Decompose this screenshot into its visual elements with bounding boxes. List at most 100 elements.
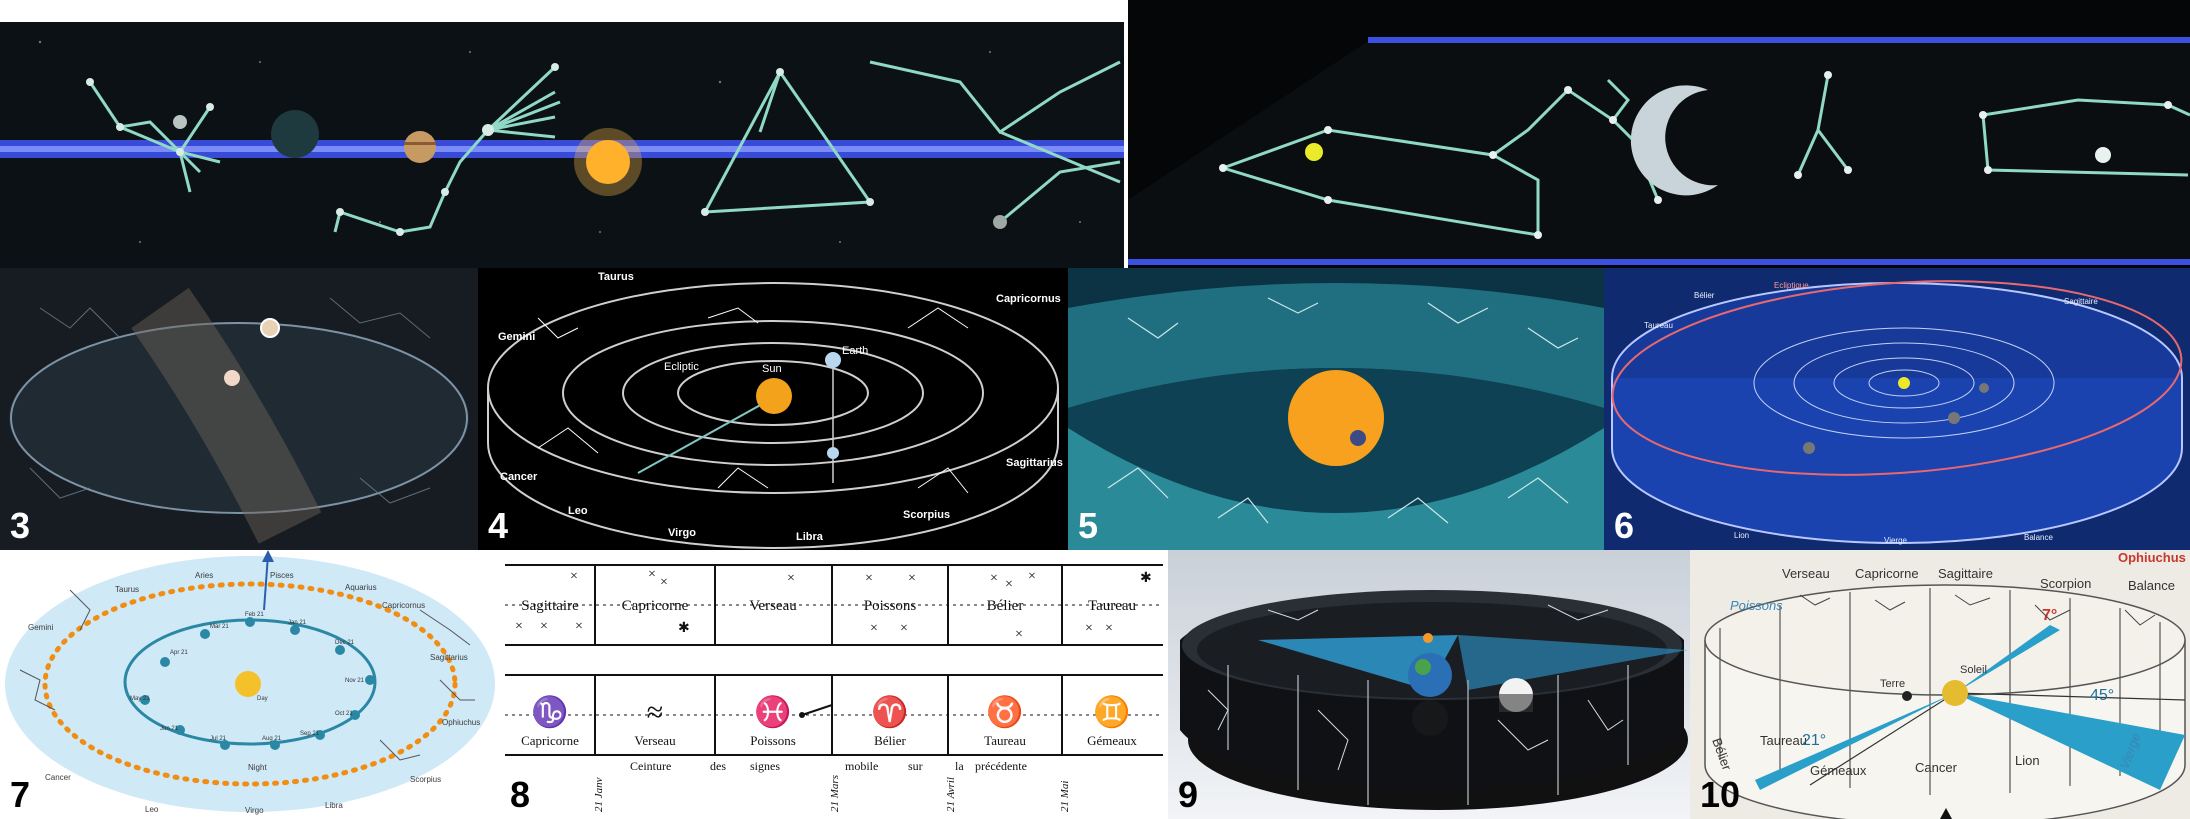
ecliptic-label: Ecliptic [664,361,699,373]
panel-6-blue-zodiac-ring: Ecliptique Taureau Bélier Sagittaire Lio… [1604,268,2190,550]
ecliptic-banner-right [1128,0,2190,268]
date-label: Oct 21 [335,711,353,717]
sign-label: Verseau [749,598,797,614]
caption-word: la [955,759,964,773]
constellation-label: Capricornus [996,293,1061,305]
date-label: 21 Mai [1059,781,1071,812]
milky-way-dome [0,268,478,550]
3d-zodiac-wall [1168,550,1690,819]
constellation-label: Taurus [115,585,139,594]
svg-text:×: × [1015,627,1023,642]
constellation-label: Sagittaire [2064,297,2098,306]
capricorn-sign-icon: ♑ [531,694,568,729]
panel-number: 5 [1078,505,1099,546]
panel-number: 3 [10,505,31,546]
sun [1898,377,1910,389]
planet-white [2095,147,2111,163]
sign-label: Verseau [1782,566,1830,581]
panel-4-zodiac-cylinder: Ecliptic Sun Earth Taurus Gemini Caprico… [478,268,1068,550]
ecliptic-banner-left [0,22,1124,268]
taurus-sign-icon: ♉ [986,694,1023,729]
svg-text:×: × [990,571,998,586]
caption-word: précédente [975,759,1027,773]
constellation-label: Capricornus [382,601,425,610]
ecliptic-label: Ecliptique [1774,281,1809,290]
constellation-label: Virgo [668,527,696,539]
svg-text:×: × [787,571,795,586]
planet-neptune [271,110,319,158]
constellation-label: Taurus [598,271,634,283]
sun [1942,680,1968,706]
sign-label: Cancer [1915,760,1958,775]
svg-text:×: × [660,575,668,590]
sun [756,378,792,414]
svg-text:×: × [570,569,578,584]
caption-word: Ceinture [630,759,671,773]
sign-label: Taureau [984,733,1026,748]
date-label: 21 Janv [593,777,605,812]
sign-label: Capricorne [1855,566,1919,581]
constellation-label: Libra [325,801,343,810]
earth [825,352,841,368]
svg-text:×: × [1028,569,1036,584]
panel-8-zodiac-signs-table: Sagittaire Capricorne Verseau Poissons B… [500,550,1168,819]
constellation-label: Sagittarius [1006,457,1063,469]
sun [235,671,261,697]
date-label: Jun 21 [160,726,179,732]
constellation-label: Cancer [45,773,71,782]
constellation-label: Pisces [270,571,294,580]
panel-7-earth-orbit-diagram: Day Night Aries Pisces Aquarius Taurus C… [0,550,500,819]
constellation-label: Gemini [498,331,535,343]
blue-zodiac-ring: Ecliptique Taureau Bélier Sagittaire Lio… [1604,268,2190,550]
date-label: Apr 21 [170,650,188,656]
constellation-label: Leo [568,505,588,517]
sign-label: Verseau [634,733,676,748]
panel-number: 4 [488,505,509,546]
date-label: Jul 21 [210,736,227,742]
svg-text:×: × [900,621,908,636]
panel-number: 9 [1178,774,1199,815]
date-label: 21 Avril [945,777,957,812]
day-label: Day [257,696,268,702]
sign-label: Lion [2015,753,2040,768]
svg-text:✱: ✱ [1140,571,1152,586]
earth-label: Terre [1880,678,1905,690]
sign-label: Sagittaire [1938,566,1993,581]
sign-label: Gémeaux [1087,733,1137,748]
sun-disk [586,140,630,184]
constellation-label: Ophiuchus [442,718,480,727]
caption-word: mobile [845,759,878,773]
sign-label: Capricorne [622,598,689,614]
angle-label: 21° [1802,732,1826,749]
teal-zodiac-band [1068,268,1604,550]
constellation-label: Aquarius [345,583,377,592]
ophiuchus-label: Ophiuchus [2118,550,2186,565]
svg-text:×: × [515,619,523,634]
constellation-label: Virgo [245,806,264,815]
constellation-label: Sagittarius [430,653,468,662]
pisces-sign-icon: ♓ [754,694,791,729]
constellation-label: Aries [195,571,213,580]
svg-text:×: × [648,567,656,582]
aquarius-sign-icon: ≈ [647,696,663,729]
caption-word: sur [908,759,923,773]
panel-number: 6 [1614,505,1635,546]
svg-text:×: × [865,571,873,586]
svg-text:×: × [575,619,583,634]
sign-label: Taureau [1760,733,1807,748]
date-label: Mar 21 [210,624,229,630]
banner-right-sky [1128,0,2190,268]
constellation-label: Leo [145,805,159,814]
sun-label: Sun [762,363,782,375]
sign-label: Taureau [1088,598,1137,614]
planet-yellow [1305,143,1323,161]
orbit-diagram: Day Night Aries Pisces Aquarius Taurus C… [5,550,495,815]
earth-label: Earth [842,345,868,357]
banner-left-sky [0,22,1124,268]
constellation-label: Bélier [1694,291,1715,300]
panel-10-ophiuchus-diagram: Poissons Verseau Capricorne Sagittaire S… [1690,550,2190,819]
constellation-label: Vierge [1884,536,1908,545]
panel-3-milky-way-dome: 3 [0,268,478,550]
svg-text:×: × [870,621,878,636]
sign-label: Poissons [1730,598,1783,613]
